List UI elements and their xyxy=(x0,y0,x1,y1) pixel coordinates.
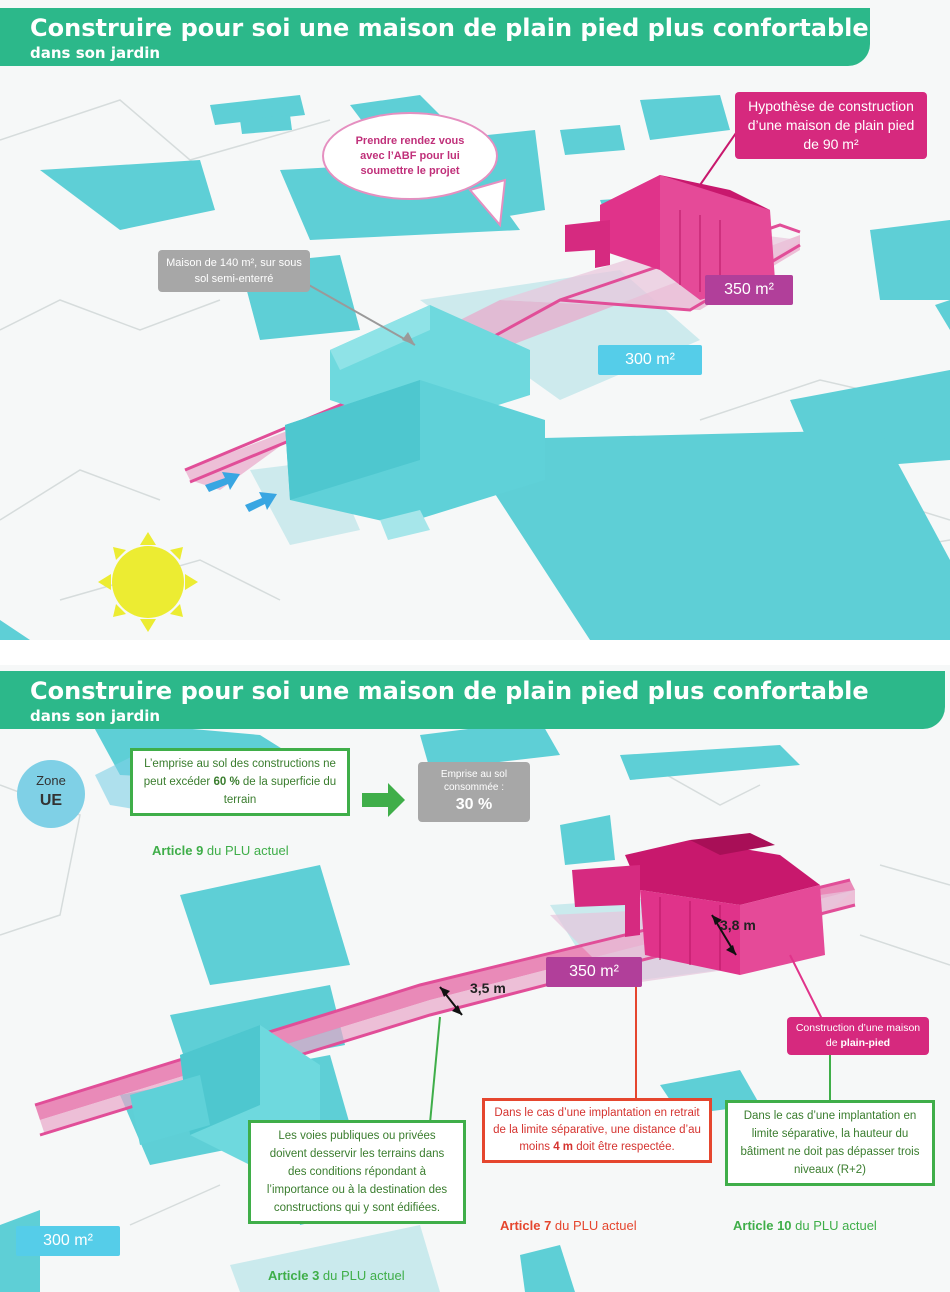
header-banner: Construire pour soi une maison de plain … xyxy=(0,8,870,66)
emprise-box: Emprise au sol consommée : 30 % xyxy=(418,762,530,822)
green-arrow-icon xyxy=(362,783,405,817)
article9-box: L’emprise au sol des constructions ne pe… xyxy=(130,748,350,816)
article3-box: Les voies publiques ou privées doivent d… xyxy=(248,1120,466,1224)
construction-text-bold: plain-pied xyxy=(840,1037,891,1049)
dimension-right: 3,8 m xyxy=(720,917,756,933)
area-300-label: 300 m² xyxy=(598,345,702,375)
emprise-value: 30 % xyxy=(455,796,493,813)
article10-label-rest: du PLU actuel xyxy=(791,1218,877,1233)
header-banner: Construire pour soi une maison de plain … xyxy=(0,671,945,729)
article3-label: Article 3 du PLU actuel xyxy=(268,1268,405,1283)
existing-house-label: Maison de 140 m², sur sous sol semi-ente… xyxy=(158,250,310,292)
article7-text-b: doit être respectée. xyxy=(573,1141,675,1153)
page-title: Construire pour soi une maison de plain … xyxy=(30,14,869,42)
article9-text-a: L’emprise au sol des constructions ne pe… xyxy=(143,758,336,788)
abf-speech-bubble: Prendre rendez vous avec l’ABF pour lui … xyxy=(322,112,498,200)
emprise-label: Emprise au sol consommée : xyxy=(440,769,508,793)
zone-code: UE xyxy=(39,792,63,809)
area-350-label: 350 m² xyxy=(546,957,642,987)
article7-label-rest: du PLU actuel xyxy=(551,1218,637,1233)
article9-label-bold: Article 9 xyxy=(152,843,204,858)
article10-label: Article 10 du PLU actuel xyxy=(733,1218,877,1233)
article7-label-bold: Article 7 xyxy=(500,1218,552,1233)
panel-bottom: Construire pour soi une maison de plain … xyxy=(0,665,950,1292)
article3-label-bold: Article 3 xyxy=(268,1268,320,1283)
page-subtitle: dans son jardin xyxy=(30,707,161,725)
site-plan-regulation-view xyxy=(0,665,950,1292)
article9-label-rest: du PLU actuel xyxy=(203,843,289,858)
page-subtitle: dans son jardin xyxy=(30,44,161,62)
article3-label-rest: du PLU actuel xyxy=(319,1268,405,1283)
article10-label-bold: Article 10 xyxy=(733,1218,792,1233)
article9-text-b: de la superficie du terrain xyxy=(223,776,337,806)
construction-label: Construction d’une maison de plain-pied xyxy=(787,1017,929,1055)
construction-text: Construction d’une maison de xyxy=(795,1022,921,1049)
area-350-label: 350 m² xyxy=(705,275,793,305)
zone-label: Zone xyxy=(36,773,66,788)
dimension-left: 3,5 m xyxy=(470,980,506,996)
article7-text-a: Dans le cas d’une implantation en retrai… xyxy=(493,1107,701,1153)
article7-text-bold: 4 m xyxy=(553,1141,574,1153)
hypothesis-label: Hypothèse de construction d’une maison d… xyxy=(735,92,927,159)
article10-box: Dans le cas d’une implantation en limite… xyxy=(725,1100,935,1186)
article9-text-bold: 60 % xyxy=(213,776,240,788)
panel-top: Construire pour soi une maison de plain … xyxy=(0,0,950,640)
page-title: Construire pour soi une maison de plain … xyxy=(30,677,869,705)
article7-box: Dans le cas d’une implantation en retrai… xyxy=(482,1098,712,1163)
area-300-label: 300 m² xyxy=(16,1226,120,1256)
article9-label: Article 9 du PLU actuel xyxy=(152,843,289,858)
article7-label: Article 7 du PLU actuel xyxy=(500,1218,637,1233)
zone-badge: Zone UE xyxy=(17,760,85,828)
sun-icon xyxy=(98,532,198,632)
